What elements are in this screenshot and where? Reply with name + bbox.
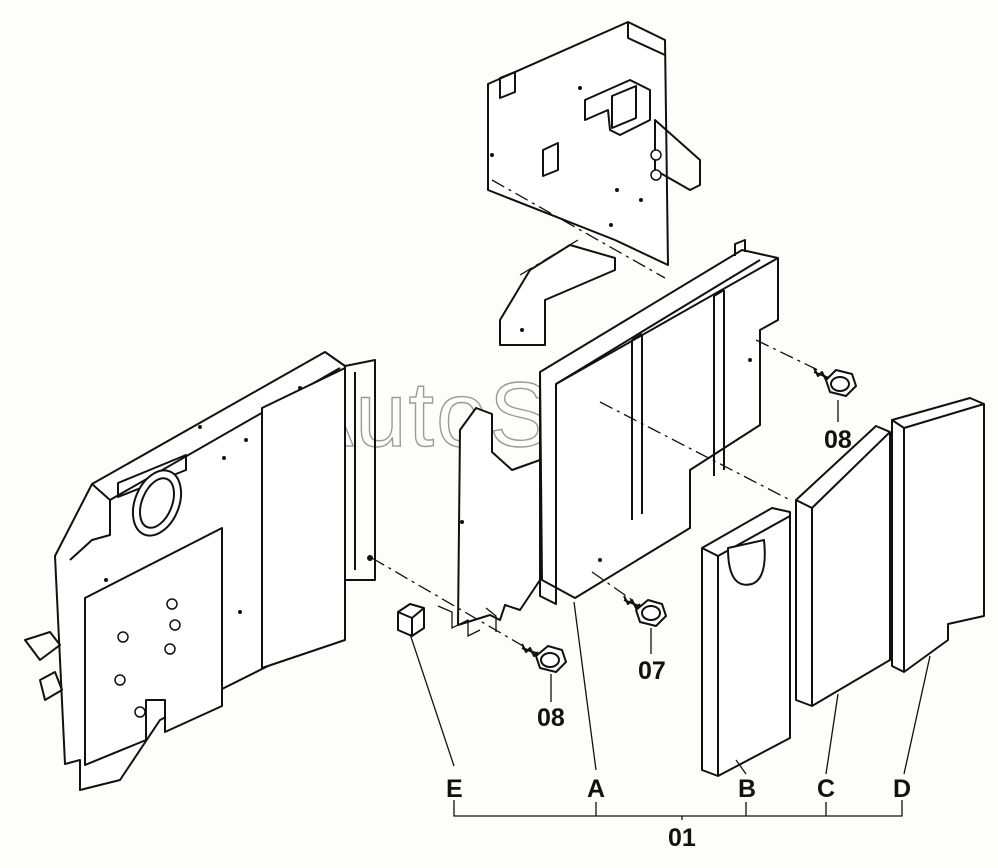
bolt-08-upper (813, 367, 857, 397)
callout-08-upper: 08 (824, 426, 852, 454)
pad-D (891, 397, 985, 673)
upper-bracket (487, 21, 701, 346)
alignment-lines (371, 179, 823, 651)
pad-C (795, 425, 891, 707)
group-label-01: 01 (668, 824, 696, 852)
callout-08-lower: 08 (537, 704, 565, 732)
label-A: A (587, 775, 605, 803)
label-B: B (738, 775, 756, 803)
bolt-08-lower (521, 643, 567, 673)
center-panel-A (457, 239, 779, 626)
pad-B (701, 507, 791, 777)
callout-07: 07 (638, 657, 666, 685)
callout-leaders (409, 400, 931, 820)
label-E: E (446, 775, 463, 803)
label-C: C (817, 775, 835, 803)
left-panel (24, 351, 376, 791)
label-D: D (893, 775, 911, 803)
pad-E (397, 603, 425, 637)
bolt-07 (623, 595, 667, 627)
